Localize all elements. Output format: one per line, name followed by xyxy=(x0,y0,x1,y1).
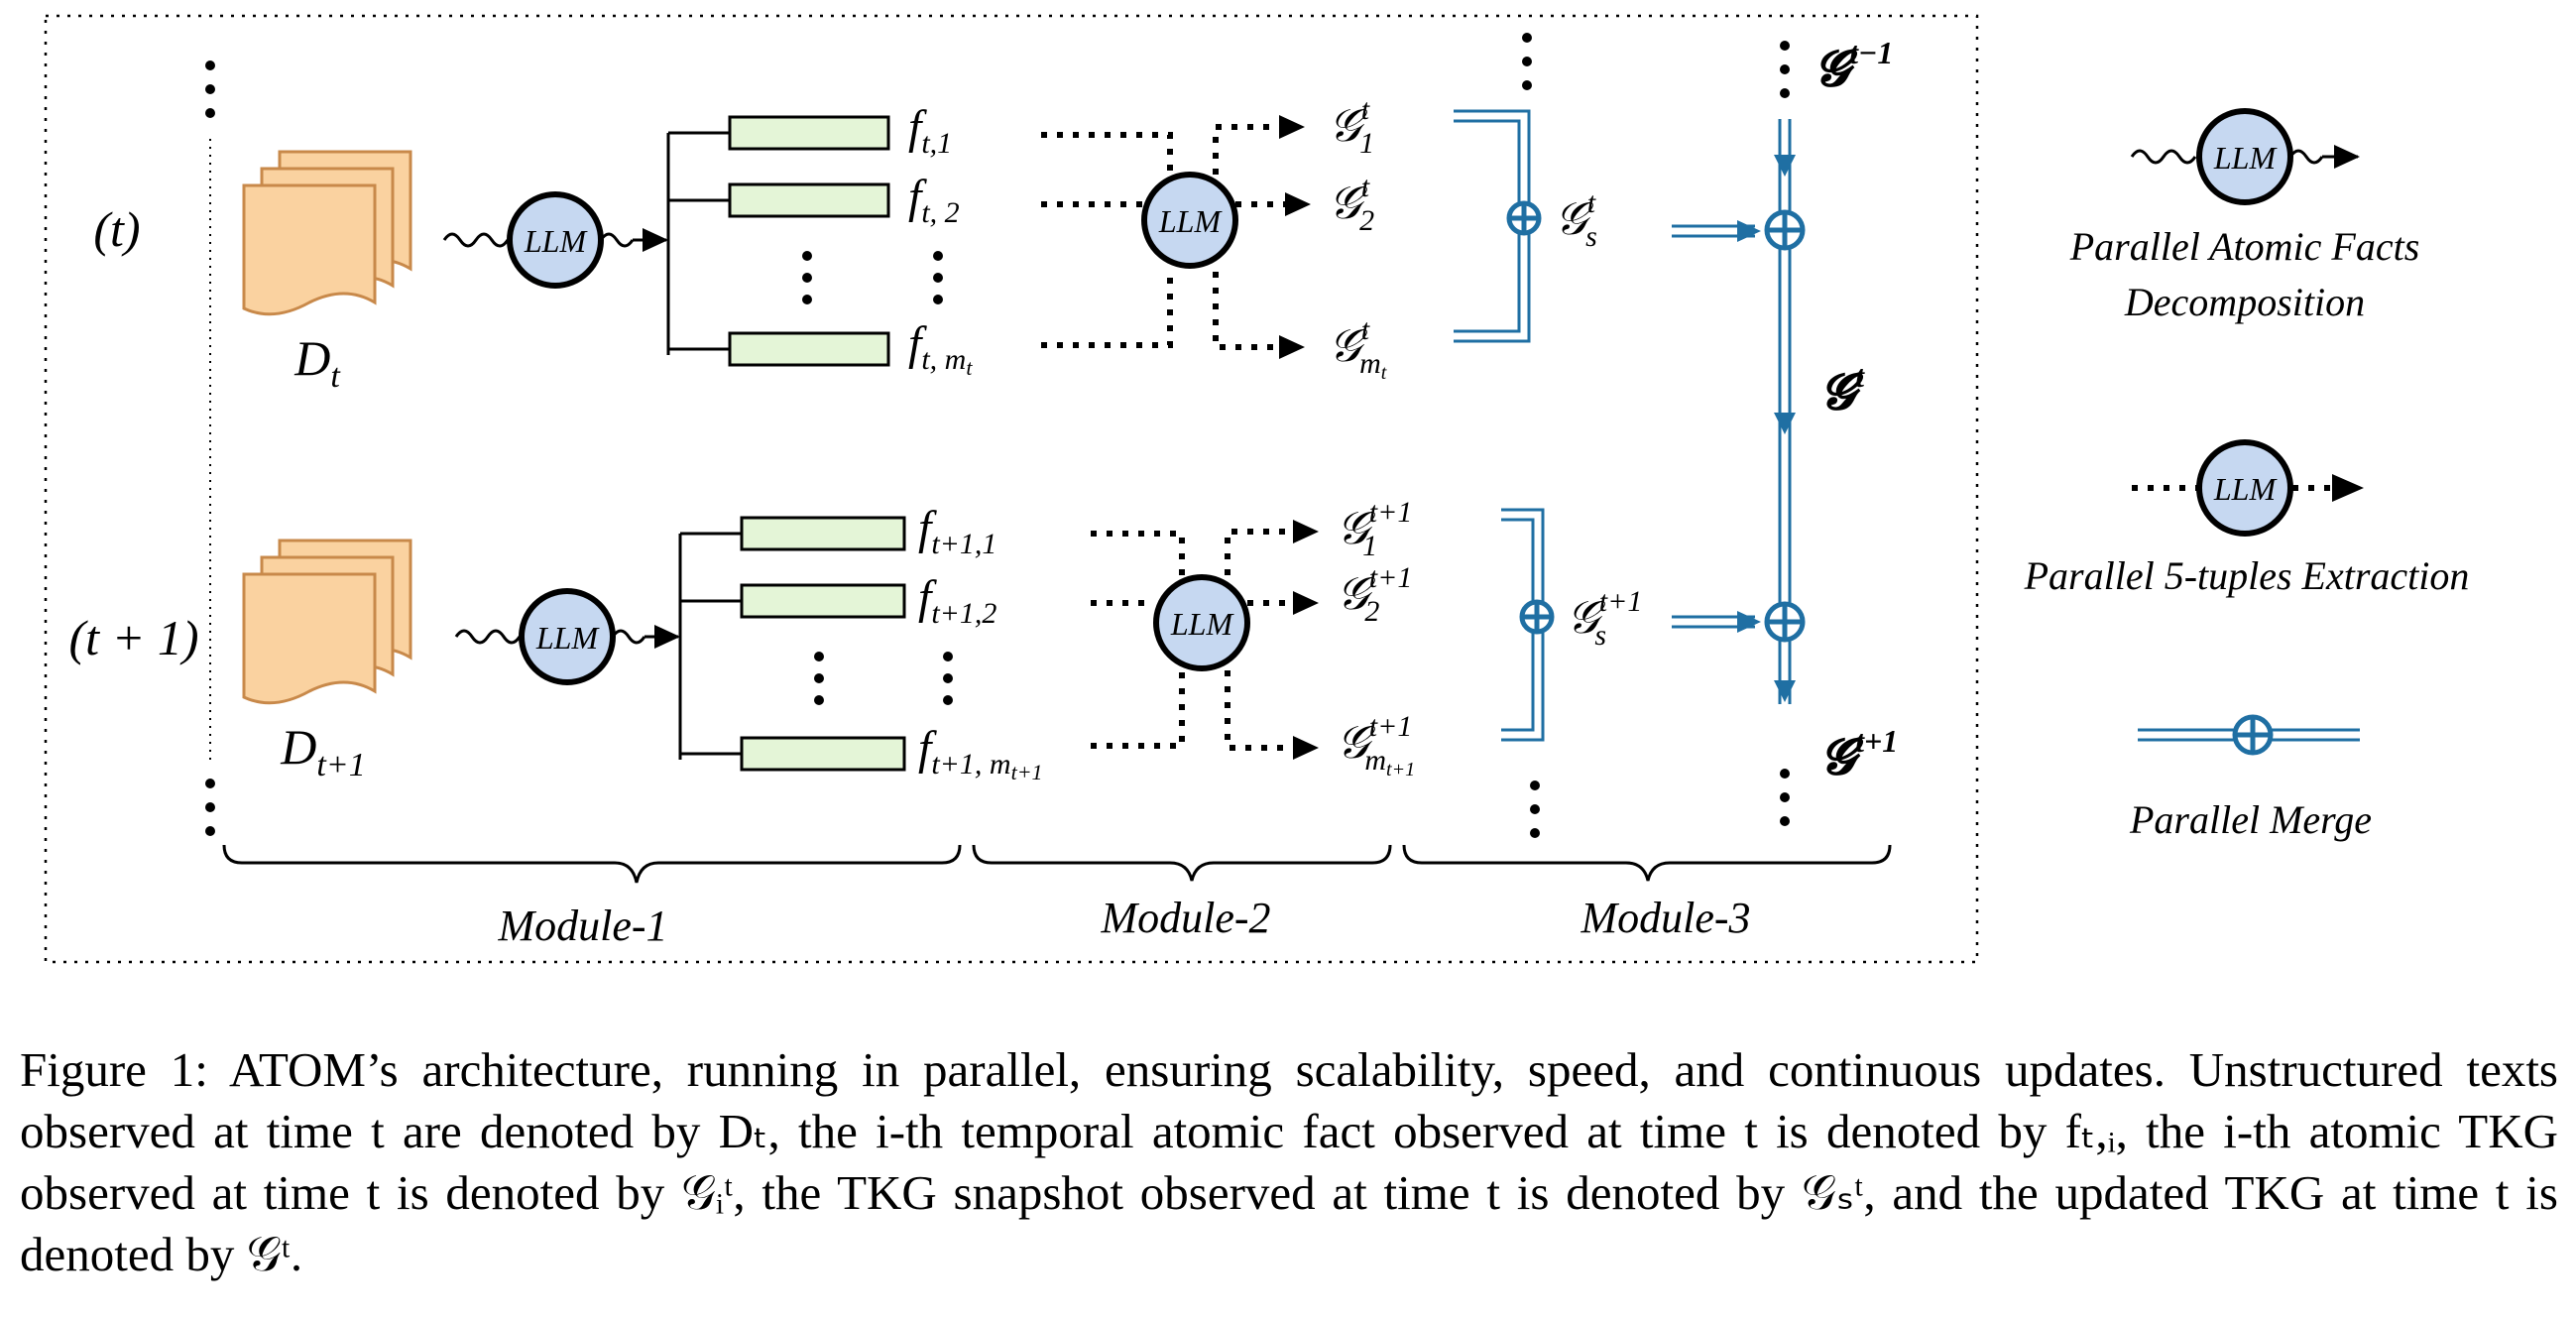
merge-node-snapshot-t xyxy=(1506,200,1542,236)
fact-label-t1-1: ft+1,1 xyxy=(918,502,996,560)
extract-arrowhead-t1-1 xyxy=(1293,520,1319,543)
llm-node-extract-t xyxy=(1141,172,1238,269)
svg-text:LLM: LLM xyxy=(2213,471,2279,507)
fact-label-t-m: ft, mt xyxy=(908,317,973,380)
fact-box-t1-1 xyxy=(740,516,906,551)
updated-label-next: 𝓖t+1 xyxy=(1820,723,1898,784)
wavy-line-t-in xyxy=(442,232,510,248)
wavy-line-t1-out xyxy=(611,629,646,645)
llm-node-extract-t1 xyxy=(1153,574,1250,671)
extraction-lines-t1 xyxy=(1091,529,1293,751)
legend-decomposition-line-2: Decomposition xyxy=(2124,280,2365,324)
fact-box-t1-m xyxy=(740,736,906,772)
fact-ellipsis-t1 xyxy=(814,652,953,705)
time-label-t: (t) xyxy=(93,201,140,257)
llm-label: LLM xyxy=(524,223,589,259)
fact-box-t1-2 xyxy=(740,583,906,619)
legend-extraction-label: Parallel 5-tuples Extraction xyxy=(2024,553,2470,598)
legend-decomposition: LLM xyxy=(2130,108,2360,205)
diagram-frame xyxy=(44,14,1979,964)
llm-label-extract-t1: LLM xyxy=(1170,606,1235,642)
vertical-dots-updated-top xyxy=(1780,41,1790,98)
updated-label-prev: 𝓖t−1 xyxy=(1815,35,1893,96)
fact-label-t-2: ft, 2 xyxy=(908,171,960,229)
snapshot-arrow-t xyxy=(1672,220,1761,242)
legend-merge xyxy=(2138,714,2360,756)
document-stack-t xyxy=(242,150,412,316)
module-label-3: Module-3 xyxy=(1580,894,1750,942)
timeline-dots xyxy=(205,60,215,836)
extract-arrowhead-t1-m xyxy=(1293,736,1319,760)
fact-ellipsis-t xyxy=(802,251,943,304)
extract-arrowhead-t-2 xyxy=(1285,192,1311,216)
document-label-t: Dt xyxy=(293,330,341,395)
architecture-diagram: (t) (t + 1) Dt LLM ft,1 ft, 2 ft, mt LLM xyxy=(44,14,2470,964)
vertical-dots-snapshot-bottom xyxy=(1530,781,1540,838)
merge-node-snapshot-t1 xyxy=(1519,599,1555,635)
updated-label-cur: 𝓖t xyxy=(1820,358,1865,420)
legend-extraction: LLM xyxy=(2132,439,2364,537)
fact-box-t-2 xyxy=(728,182,890,218)
fact-label-t1-2: ft+1,2 xyxy=(918,571,996,630)
fact-box-t-1 xyxy=(728,115,890,151)
extract-arrowhead-t-m xyxy=(1279,335,1305,359)
wavy-line-t-out xyxy=(599,232,635,248)
fact-label-t-1: ft,1 xyxy=(908,101,952,160)
svg-text:LLM: LLM xyxy=(2213,140,2279,176)
fact-bracket-t1 xyxy=(678,532,742,760)
snapshot-arrow-t1 xyxy=(1672,611,1761,633)
module-braces xyxy=(222,844,1892,884)
vertical-dots-updated-bottom xyxy=(1780,769,1790,826)
merge-node-update-t xyxy=(1764,209,1806,251)
extract-arrowhead-t1-2 xyxy=(1293,591,1319,615)
fact-bracket-t xyxy=(666,131,730,355)
fact-box-t-m xyxy=(728,331,890,367)
extract-arrowhead-t-1 xyxy=(1279,115,1305,139)
fact-label-t1-m: ft+1, mt+1 xyxy=(918,722,1043,784)
llm-label-decompose-t1: LLM xyxy=(535,620,601,656)
module-label-2: Module-2 xyxy=(1100,894,1270,942)
wavy-line-t1-in xyxy=(454,629,522,645)
module-label-1: Module-1 xyxy=(497,901,667,950)
figure-caption: Figure 1: ATOM’s architecture, running i… xyxy=(20,1042,2558,1281)
time-label-t-plus-1: (t + 1) xyxy=(69,610,199,665)
merge-node-update-t1 xyxy=(1764,601,1806,643)
legend-merge-label: Parallel Merge xyxy=(2129,797,2372,842)
document-label-t-plus-1: Dt+1 xyxy=(280,719,366,783)
llm-label-extract-t: LLM xyxy=(1158,203,1224,239)
legend-decomposition-line-1: Parallel Atomic Facts xyxy=(2069,224,2420,269)
extraction-lines-t xyxy=(1041,124,1285,350)
document-stack-t-plus-1 xyxy=(242,539,412,705)
vertical-dots-snapshot-top xyxy=(1522,33,1532,90)
